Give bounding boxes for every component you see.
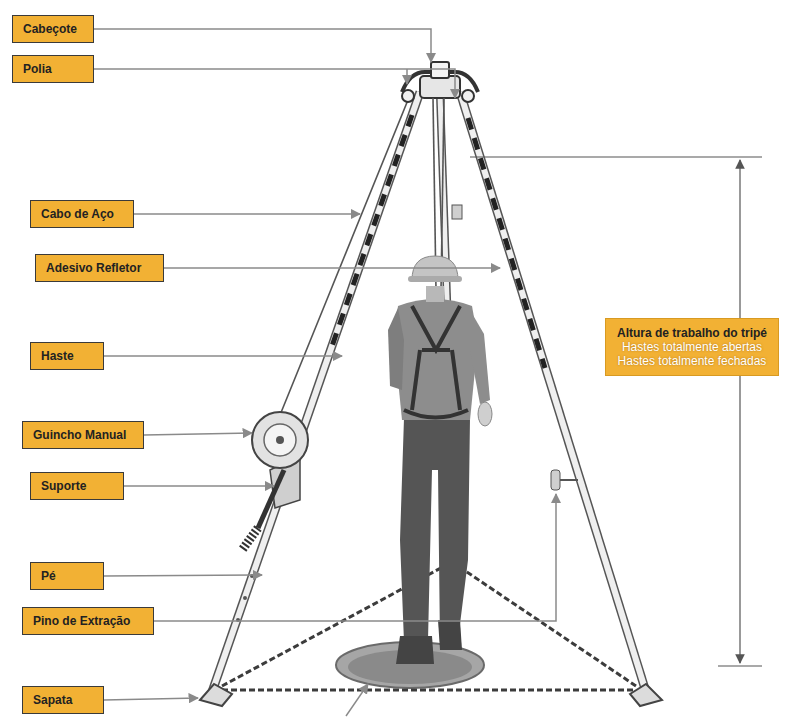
part-label: Haste: [41, 349, 93, 363]
worker: [412, 306, 460, 350]
left-leg: [243, 596, 247, 600]
leader-line: [94, 29, 431, 62]
manual-winch: [258, 470, 284, 528]
left-leg: [212, 92, 420, 692]
leader-line: [124, 485, 274, 487]
worker: [404, 306, 468, 418]
callout-box: Pino de Extração: [22, 607, 154, 635]
callout-box: Cabeçote: [12, 15, 94, 43]
part-label: Sapata: [33, 693, 93, 707]
leader-line: [104, 698, 198, 700]
part-label: Guincho Manual: [33, 428, 133, 442]
height-dimension: [470, 156, 762, 157]
manual-winch: [242, 528, 258, 550]
leader-line: [134, 213, 360, 215]
part-label: Pé: [41, 569, 93, 583]
left-leg: [212, 92, 420, 692]
tripod-head: [462, 90, 474, 102]
callout-box: Pé: [30, 562, 104, 590]
callout-box: Sapata: [22, 686, 104, 714]
part-label: Pino de Extração: [33, 614, 143, 628]
leader-line: [94, 29, 556, 716]
part-label: Cabeçote: [23, 22, 83, 36]
back-leg: [452, 205, 462, 219]
leader-line: [144, 433, 252, 435]
leader-line: [94, 69, 455, 98]
callout-box: Adesivo Refletor: [35, 254, 164, 282]
leader-line: [104, 575, 262, 576]
worker: [412, 350, 420, 410]
tripod-head: [420, 76, 460, 98]
callout-box: Guincho Manual: [22, 421, 144, 449]
worker: [438, 620, 462, 650]
foot-plate: [630, 684, 662, 706]
worker: [404, 410, 468, 418]
left-leg: [212, 92, 420, 692]
right-leg: [460, 92, 646, 692]
foot-plate: [200, 684, 232, 706]
chain: [222, 689, 636, 692]
manual-winch: [252, 412, 308, 468]
height-dimension: [718, 665, 762, 666]
dimension-note: Hastes totalmente abertas: [616, 340, 768, 354]
leader-line: [346, 684, 368, 716]
part-label: Suporte: [41, 479, 113, 493]
callout-box: Cabo de Aço: [30, 200, 134, 228]
worker: [478, 402, 492, 426]
steel-cable: [278, 95, 410, 420]
worker: [396, 636, 434, 664]
foot-plate: [200, 684, 662, 706]
worker: [388, 308, 404, 390]
steel-cable: [278, 95, 410, 420]
right-leg: [460, 92, 646, 692]
part-label: Cabo de Aço: [41, 207, 123, 221]
worker: [394, 299, 478, 420]
manual-winch: [264, 424, 296, 456]
tripod-head: [402, 90, 414, 102]
manual-winch: [276, 436, 284, 444]
callout-box: Suporte: [30, 472, 124, 500]
part-label: Adesivo Refletor: [46, 261, 153, 275]
worker: [426, 286, 444, 302]
worker: [400, 418, 470, 642]
tripod-head: [402, 62, 478, 102]
dimension-title: Altura de trabalho do tripé: [616, 326, 768, 340]
worker: [422, 348, 450, 352]
worker: [470, 310, 490, 404]
right-leg: [560, 479, 578, 481]
right-leg: [460, 92, 646, 692]
leader-line: [154, 494, 556, 621]
leader-line: [406, 69, 408, 84]
dimension-box: Altura de trabalho do tripéHastes totalm…: [605, 318, 779, 376]
height-dimension: [470, 157, 762, 666]
leader-line: [104, 355, 342, 357]
worker: [452, 350, 460, 410]
part-label: Polia: [23, 62, 83, 76]
tripod-head: [431, 62, 449, 78]
worker: [388, 256, 492, 664]
callout-box: Haste: [30, 342, 104, 370]
extraction-pin: [551, 470, 560, 490]
leader-line: [164, 267, 500, 269]
height-dimension: [739, 160, 740, 663]
dimension-note: Hastes totalmente fechadas: [616, 354, 768, 368]
callout-box: Polia: [12, 55, 94, 83]
worker: [408, 276, 462, 282]
